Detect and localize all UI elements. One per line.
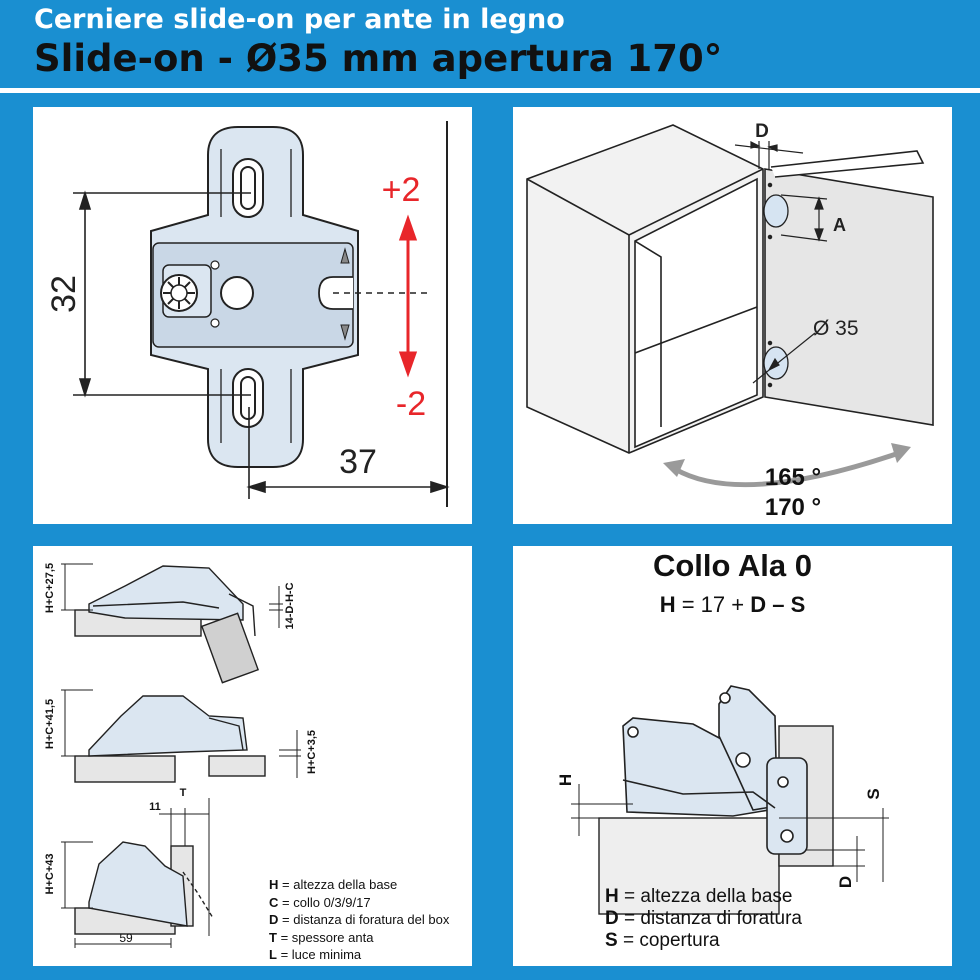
legend-item: S = copertura [605,930,720,951]
legend-item: T = spessore anta [269,929,374,945]
overlay-variants-panel: H+C+27,5 14-D-H-C H+C+41,5 H+C+3,5 [33,546,472,966]
cabinet-door [764,150,934,426]
adjust-up-label: +2 [382,171,421,209]
dimension-32-label: 32 [45,275,83,313]
dim-t-label: T [180,787,187,799]
dim-top-label: H+C+27,5 [44,563,56,613]
collo-title: Collo Ala 0 [652,548,813,583]
mounting-plate-drawing: 32 37 +2 -2 [45,121,450,507]
cabinet-body [526,124,764,454]
dim-mid-lines [61,689,301,778]
legend-item: D = distanza di foratura [605,908,802,929]
legend-item: H = altezza della base [605,886,793,907]
dimension-37-label: 37 [339,443,377,481]
cabinet-drawing: D A Ø 35 165 ° 170 ° [526,121,934,521]
diameter-leader [752,332,816,384]
header-bar: Cerniere slide-on per ante in legno Slid… [0,0,980,88]
dimension-32 [73,190,251,398]
dim-top-lines [61,563,283,628]
angle-arrow-right [891,443,911,463]
dim-bottom-label: H+C+43 [44,854,56,895]
collo-drawing: H S D [556,685,889,915]
dim-59-label: 59 [119,931,133,945]
angle-165-label: 165 ° [765,464,821,491]
adjust-down-label: -2 [396,385,426,423]
d-label: D [755,121,769,142]
dim-top-right-label: 14-D-H-C [284,582,296,629]
a-dimension [780,194,828,242]
a-label: A [833,215,846,235]
hinge-half-overlay [74,695,266,783]
collo-d-label: D [836,876,855,888]
hinge-full-overlay [74,565,260,684]
angle-arrow-left [663,459,685,477]
overlay-variants-drawing: H+C+27,5 14-D-H-C H+C+41,5 H+C+3,5 [44,563,318,948]
collo-formula: H = 17 + D – S [659,592,806,617]
hinge-inset [74,841,214,935]
collo-h-label: H [556,774,575,786]
mounting-plate [150,126,359,468]
legend-item: H = altezza della base [269,877,398,892]
dimension-37 [246,407,450,499]
collo-legend: H = altezza della base D = distanza di f… [605,886,802,952]
diameter-label: Ø 35 [813,317,859,340]
cabinet-panel: D A Ø 35 165 ° 170 ° [513,107,952,524]
dim-mid-label: H+C+41,5 [44,699,56,749]
header-divider [0,88,980,93]
legend-item: C = collo 0/3/9/17 [269,894,371,910]
dim-mid-right-label: H+C+3,5 [306,730,318,774]
dim-bottom-lines [61,798,210,948]
opening-angle-arcs [673,450,900,488]
page-title: Cerniere slide-on per ante in legno [34,4,565,35]
angle-170-label: 170 ° [765,494,821,521]
dim-11-label: 11 [149,801,161,813]
legend-item: D = distanza di foratura del box [269,912,450,927]
legend-item: L = luce minima [269,947,362,962]
overlay-legend: H = altezza della base C = collo 0/3/9/1… [269,876,449,964]
collo-hinge [622,685,808,855]
adjustment-arrow [398,214,418,378]
mounting-plate-panel: 32 37 +2 -2 [33,107,472,524]
d-dimension [734,141,804,169]
page-subtitle: Slide-on - Ø35 mm apertura 170° [34,37,723,80]
collo-ala-panel: Collo Ala 0 H = 17 + D – S [513,546,952,966]
collo-dimensions [571,784,889,882]
collo-s-label: S [864,788,883,799]
